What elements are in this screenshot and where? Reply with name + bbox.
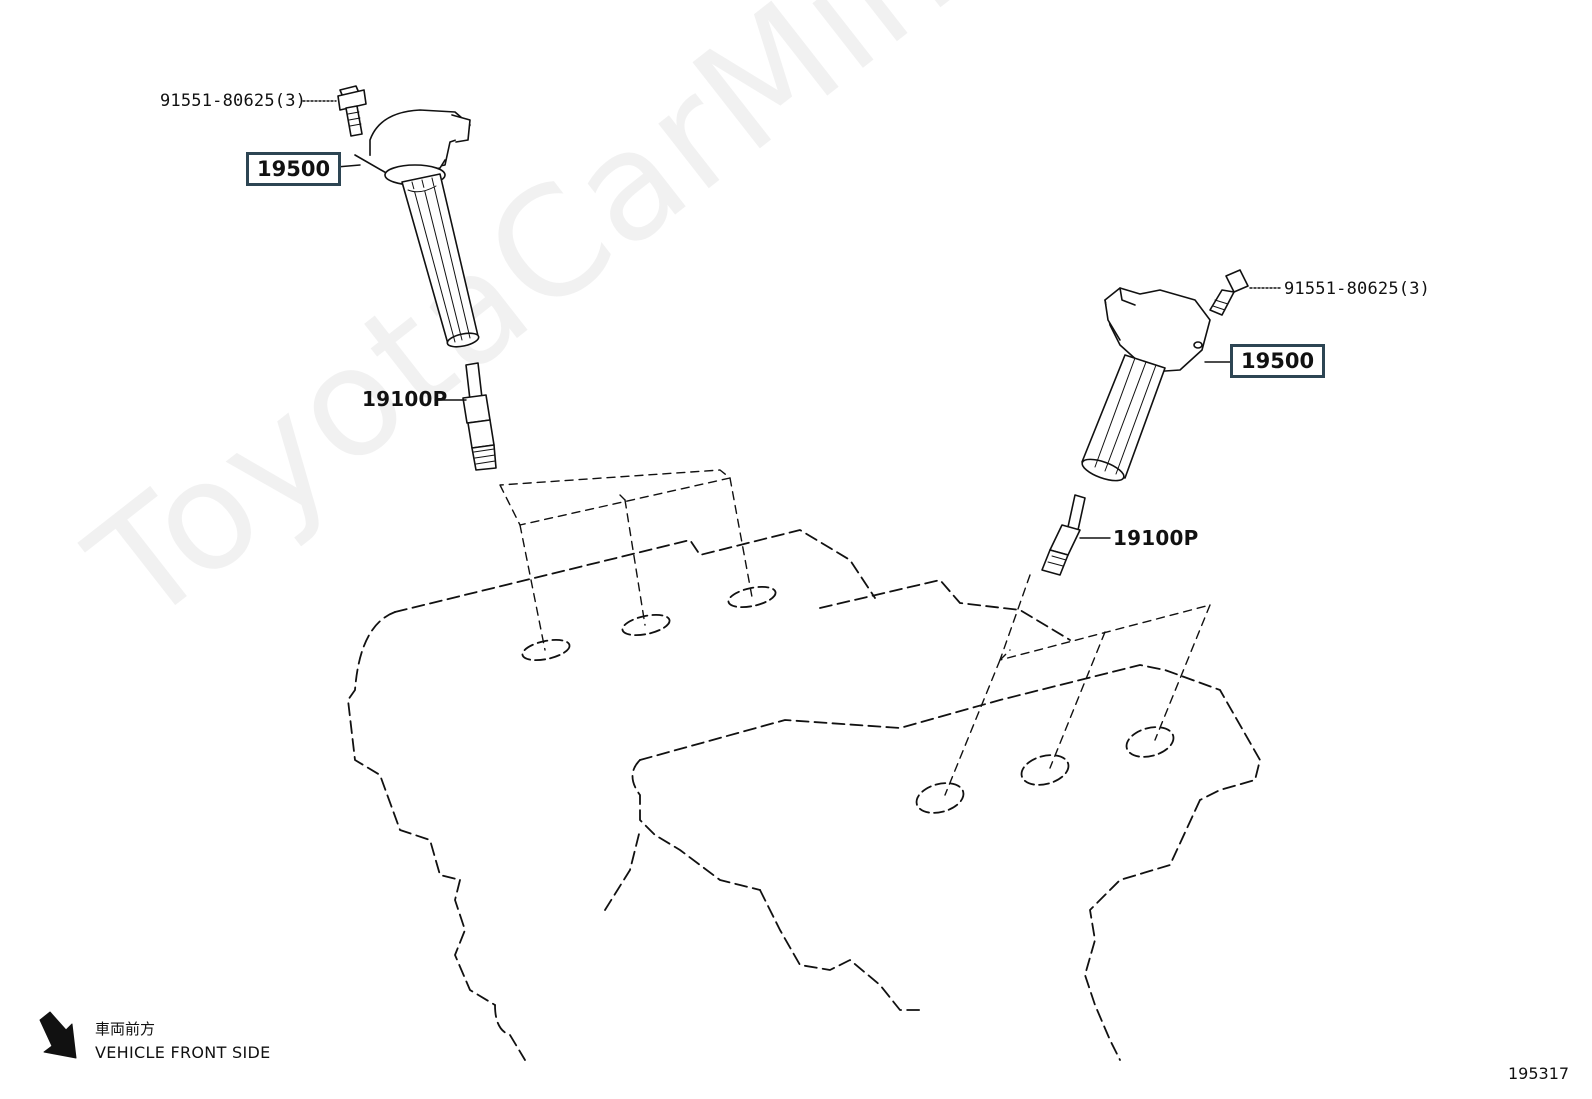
vehicle-front-side-jp: 車両前方 <box>95 1020 156 1038</box>
right-leader-lines <box>944 574 1211 796</box>
bolt-left-label: 91551-80625(3) <box>160 91 307 111</box>
plug-left-label: 19100P <box>362 387 448 411</box>
left-ignition-coil <box>354 109 480 348</box>
illustration-number: 195317 <box>1508 1064 1570 1083</box>
coil-right-part-box: 19500 <box>1230 344 1326 378</box>
coil-left-part-box: 19500 <box>246 152 342 186</box>
right-spark-plug <box>1041 494 1086 576</box>
plug-right-label: 19100P <box>1113 526 1199 550</box>
left-leader-lines <box>499 469 753 651</box>
left-bolt <box>337 85 367 137</box>
vehicle-front-side-en: VEHICLE FRONT SIDE <box>95 1043 271 1062</box>
bolt-right-label: 91551-80625(3) <box>1284 279 1431 299</box>
left-cylinder-head-outline <box>347 529 1071 1061</box>
left-plug-holes <box>521 585 777 662</box>
left-spark-plug <box>462 362 497 471</box>
right-plug-holes <box>915 726 1175 814</box>
right-bolt <box>1209 269 1249 316</box>
right-cylinder-head-outline <box>604 664 1261 1061</box>
arrow-down-right-icon <box>39 1011 77 1059</box>
right-ignition-coil <box>1081 287 1211 482</box>
